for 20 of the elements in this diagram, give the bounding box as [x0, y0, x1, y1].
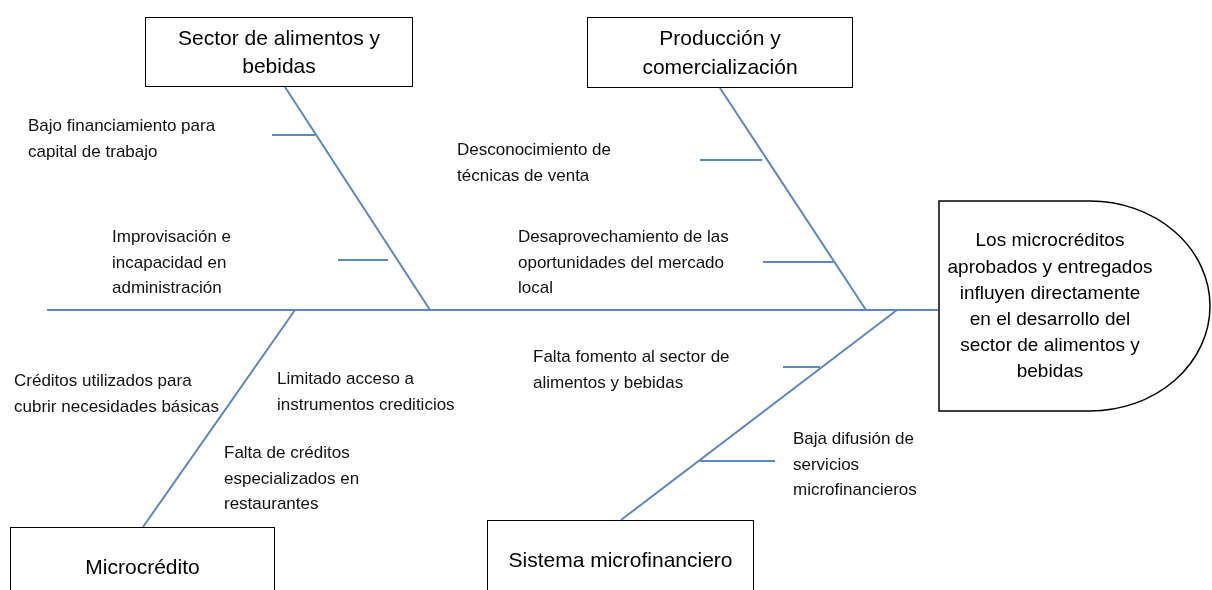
bone-line — [719, 87, 867, 311]
bone-line — [620, 309, 898, 521]
cause-text: Bajo financiamiento para capital de trabajo — [28, 115, 217, 163]
cause-text: Baja difusión de servicios microfinancieros — [793, 428, 918, 501]
cause-text: Falta fomento al sector de alimentos y bebidas — [533, 346, 731, 394]
effect-shape — [938, 200, 1212, 412]
category-box: Microcrédito — [10, 527, 275, 590]
effect-text: Los microcréditos aprobados y entregados influyen directamente en el desarrollo del sector de alimentos y bebidas — [947, 228, 1153, 384]
category-box: Sistema microfinanciero — [487, 520, 754, 590]
cause-text: Desconocimiento de técnicas de venta — [457, 139, 613, 187]
category-box: Producción y comercialización — [587, 17, 853, 88]
cause-text: Improvisación e incapacidad en administración — [112, 226, 233, 299]
bone-line — [142, 309, 296, 528]
cause-text: Desaprovechamiento de las oportunidades del mercado local — [518, 226, 730, 299]
category-box: Sector de alimentos y bebidas — [145, 17, 413, 87]
spine-line — [46, 309, 939, 311]
cause-text: Falta de créditos especializados en restaurantes — [224, 442, 361, 515]
cause-text: Limitado acceso a instrumentos crediticios — [277, 368, 456, 416]
bone-line — [284, 86, 431, 311]
cause-text: Créditos utilizados para cubrir necesidades básicas — [14, 370, 221, 418]
